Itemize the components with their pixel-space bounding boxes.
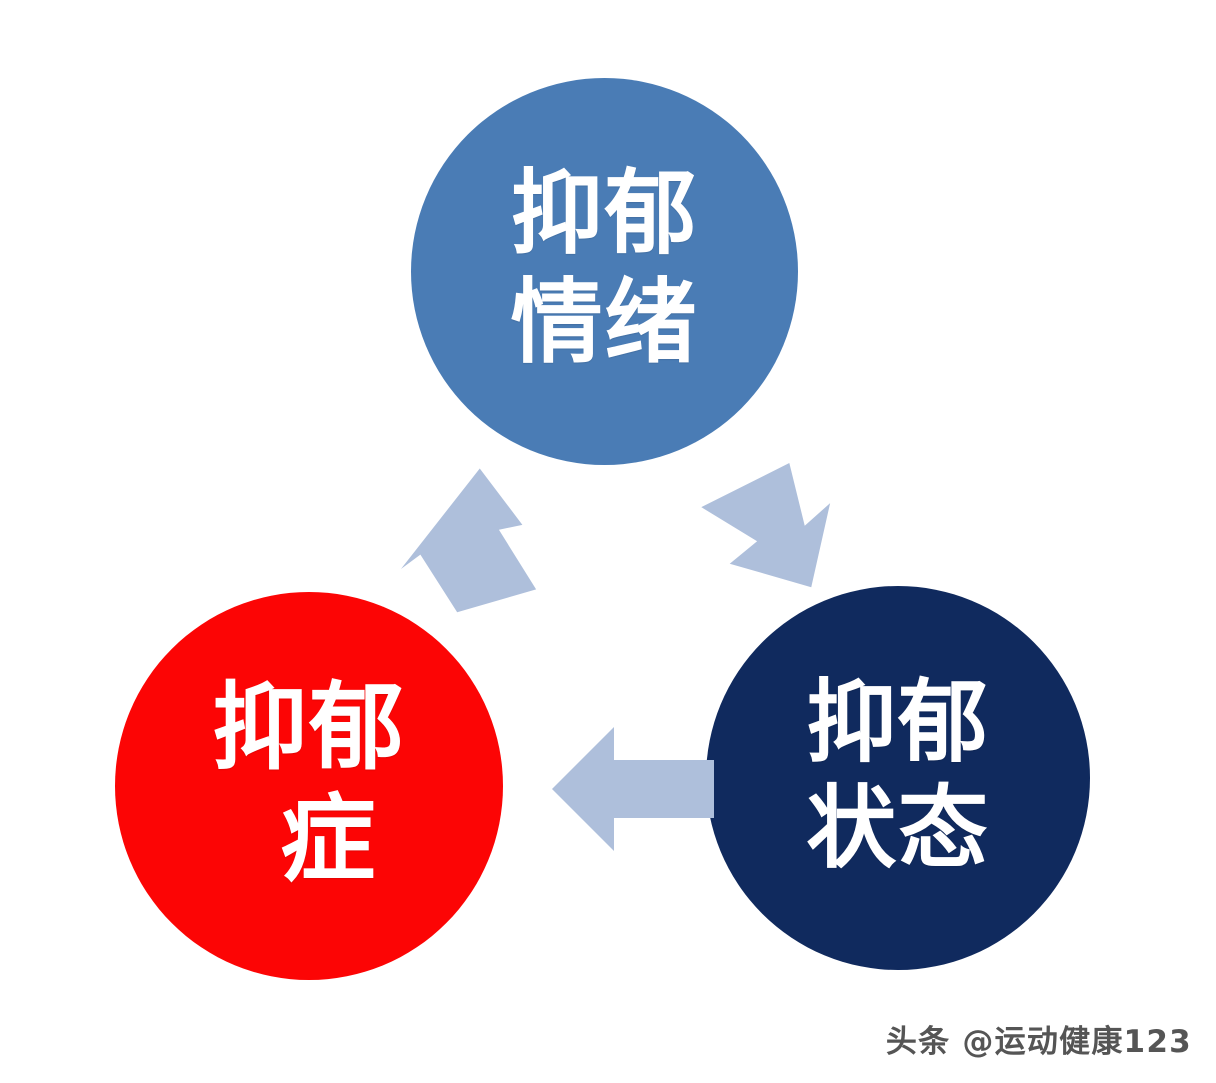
node-depressive-state[interactable]: 抑郁 状态 [706, 586, 1090, 970]
node-depression-disorder-label-line2: 症 [280, 785, 378, 895]
arrow-state-to-disorder-icon [552, 727, 714, 851]
node-depressed-mood[interactable]: 抑郁 情绪 [411, 78, 798, 465]
node-depression-disorder-label: 抑郁症 [212, 672, 406, 896]
node-depression-disorder[interactable]: 抑郁症 [115, 592, 503, 980]
arrow-disorder-to-mood-icon [400, 468, 537, 613]
node-depressive-state-label: 抑郁 状态 [806, 669, 990, 881]
node-depression-disorder-label-line1: 抑郁 [212, 672, 406, 783]
watermark-text: 头条 @运动健康123 [885, 1024, 1192, 1060]
arrow-mood-to-state-icon [701, 463, 831, 588]
node-depressed-mood-label: 抑郁 情绪 [510, 159, 699, 376]
